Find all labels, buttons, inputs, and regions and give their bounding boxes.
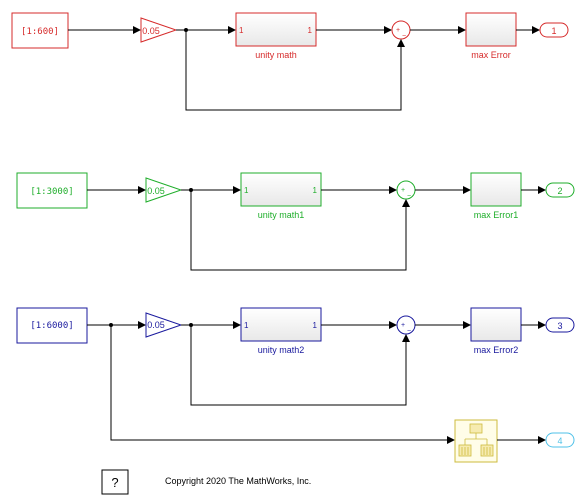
subsystem-inport-3: 1: [244, 321, 249, 330]
subsystem-label-1: unity math: [255, 50, 297, 60]
unity-math-subsystem-3[interactable]: [240, 307, 322, 342]
max-error-label-3: max Error2: [474, 345, 519, 355]
sum-block-3[interactable]: [396, 315, 416, 335]
sum-minus-1: −: [402, 33, 406, 40]
hierarchy-icon: [458, 423, 494, 457]
constant-value-3: [1:6000]: [30, 321, 73, 331]
gain-value-2: 0.05: [147, 186, 165, 196]
sum-minus-2: −: [407, 193, 411, 200]
outport-3[interactable]: [545, 317, 575, 333]
subsystem-label-2: unity math1: [258, 210, 305, 220]
constant-block-2[interactable]: [16, 172, 88, 209]
sum-plus-3: +: [401, 322, 405, 329]
sum-plus-2: +: [401, 187, 405, 194]
outport-2[interactable]: [545, 182, 575, 198]
gain-block-2[interactable]: [145, 177, 183, 203]
unity-math-subsystem-1[interactable]: [235, 12, 317, 47]
sum-block-2[interactable]: [396, 180, 416, 200]
row-1: [1:600] 0.05 1 1 unity math + − max Erro…: [11, 12, 569, 111]
sum-minus-3: −: [407, 328, 411, 335]
outport-number-2: 2: [557, 186, 562, 196]
constant-value-1: [1:600]: [21, 27, 59, 37]
copyright-text: Copyright 2020 The MathWorks, Inc.: [165, 476, 311, 486]
bus-creator-block[interactable]: [454, 419, 498, 463]
gain-block-1[interactable]: [140, 17, 178, 43]
max-error-label-1: max Error: [471, 50, 511, 60]
subsystem-inport-2: 1: [244, 186, 249, 195]
subsystem-outport-1: 1: [308, 26, 313, 35]
sum-plus-1: +: [396, 27, 400, 34]
sum-block-1[interactable]: [391, 20, 411, 40]
help-button[interactable]: ?: [101, 469, 129, 495]
constant-value-2: [1:3000]: [30, 187, 73, 197]
outport-number-3: 3: [557, 321, 562, 331]
constant-block-1[interactable]: [11, 12, 69, 49]
row-3: [1:6000] 0.05 1 1 unity math2 + − max Er…: [16, 307, 575, 406]
subsystem-inport-1: 1: [239, 26, 244, 35]
gain-value-1: 0.05: [142, 26, 160, 36]
max-error-label-2: max Error1: [474, 210, 519, 220]
outport-number-4: 4: [557, 436, 562, 446]
gain-value-3: 0.05: [147, 320, 165, 330]
max-error-block-2[interactable]: [470, 172, 522, 207]
help-icon: ?: [111, 475, 118, 490]
subsystem-outport-2: 1: [313, 186, 318, 195]
outport-1[interactable]: [539, 22, 569, 38]
max-error-block-3[interactable]: [470, 307, 522, 342]
outport-number-1: 1: [551, 26, 556, 36]
row-2: [1:3000] 0.05 1 1 unity math1 + − max Er…: [16, 172, 575, 271]
outport-4[interactable]: [545, 432, 575, 448]
constant-block-3[interactable]: [16, 307, 88, 344]
max-error-block-1[interactable]: [465, 12, 517, 47]
bus-branch: 4: [110, 325, 575, 463]
unity-math-subsystem-2[interactable]: [240, 172, 322, 207]
subsystem-outport-3: 1: [313, 321, 318, 330]
subsystem-label-3: unity math2: [258, 345, 305, 355]
gain-block-3[interactable]: [145, 312, 183, 338]
